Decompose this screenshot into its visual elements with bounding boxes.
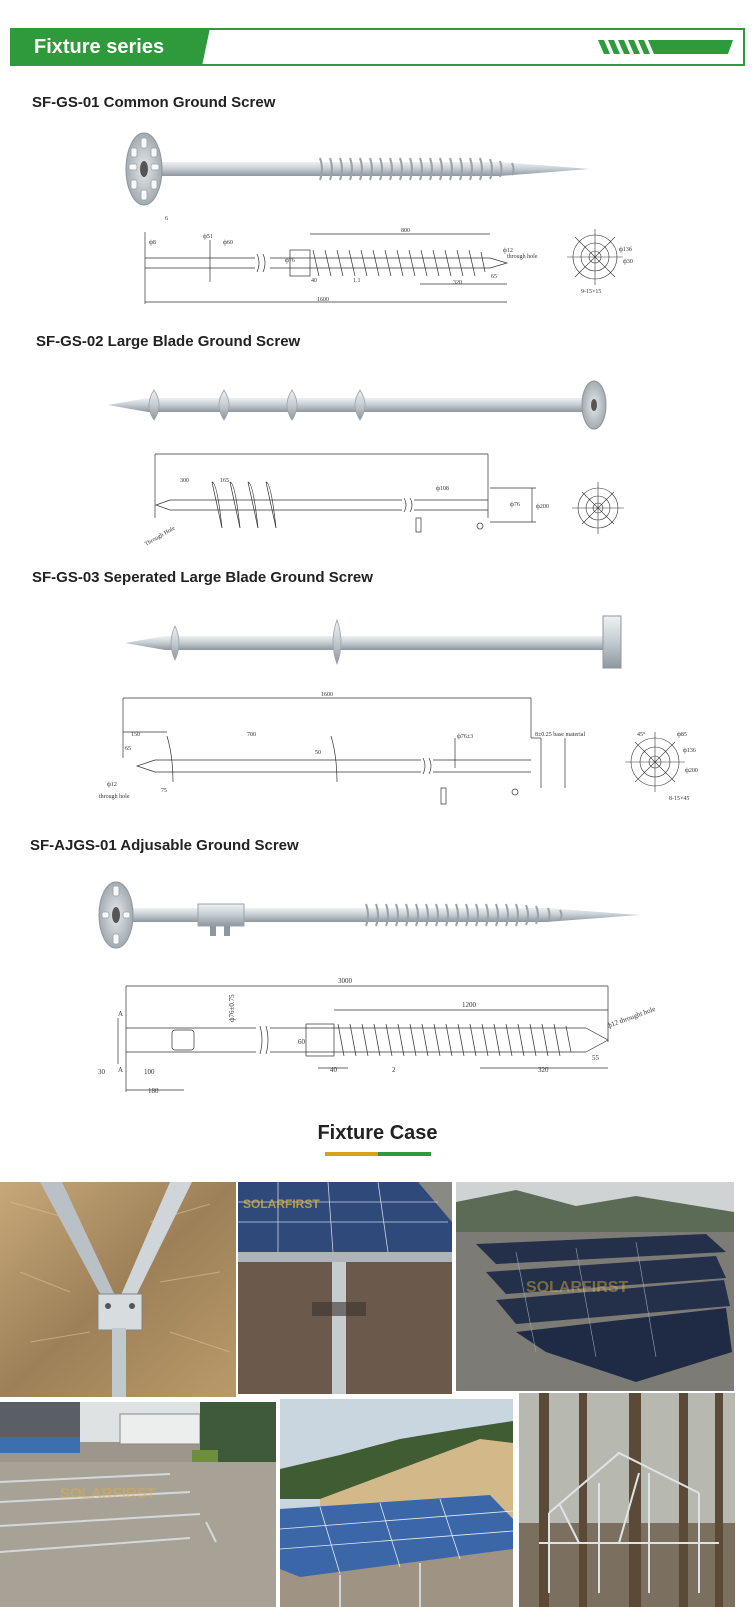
ajgs01-dim-label: 180	[148, 1087, 159, 1095]
banner-stripes-icon	[598, 40, 733, 54]
gs03-dim-label: 50	[315, 750, 321, 756]
gs01-dim-label: 40	[311, 278, 317, 284]
gs02-dim-label: ф108	[436, 485, 449, 492]
gs01-technical-drawing: 6 ф8 ф51 ф60 800 ф76 ф12 through hole 40…	[144, 216, 633, 304]
case-photo-4: SOLARFIRST	[0, 1402, 276, 1607]
case-photo-1	[0, 1182, 236, 1397]
gs02-dim-label: ф200	[536, 503, 549, 510]
product-title-gs02: SF-GS-02 Large Blade Ground Screw	[36, 333, 301, 350]
ajgs01-dim-label: 30	[98, 1068, 106, 1076]
case-photo-2: SOLARFIRST	[238, 1182, 452, 1394]
gs03-dim-label: 45°	[637, 731, 646, 738]
gs03-dim-label: ф76±3	[457, 733, 473, 740]
gs03-dim-label: ф85	[677, 731, 687, 738]
gs03-dim-label: 150	[131, 732, 140, 738]
gs01-dim-label: ф8	[149, 239, 156, 246]
ajgs01-product-image	[98, 881, 640, 949]
ajgs01-dim-label: A	[118, 1010, 123, 1018]
gs03-dim-label: 1600	[321, 692, 333, 698]
gs01-dim-label: 65	[491, 274, 497, 280]
case-title: Fixture Case	[317, 1122, 438, 1144]
gs01-product-image	[125, 132, 590, 206]
gs02-product-image	[108, 380, 607, 430]
gs03-dim-label: ф200	[685, 767, 698, 774]
gs01-dim-label: 1.1	[353, 278, 361, 284]
gs03-technical-drawing: 1600 150 700 65 50 ф76±3 8±0.25 base mat…	[99, 692, 698, 805]
gs01-dim-label: 800	[401, 228, 410, 234]
banner-title: Fixture series	[10, 28, 210, 66]
case-title-underline	[325, 1152, 431, 1156]
gs01-dim-label: 6	[165, 216, 168, 222]
gs03-product-image	[125, 615, 622, 669]
gs01-dim-label: ф30	[623, 258, 633, 265]
case-photo-6	[519, 1393, 735, 1607]
gs03-dim-label: through hole	[99, 794, 130, 800]
product-title-gs01: SF-GS-01 Common Ground Screw	[32, 94, 276, 111]
gs01-dim-label: ф60	[223, 239, 233, 246]
gs01-dim-label: ф51	[203, 233, 213, 240]
ajgs01-dim-label: 100	[144, 1068, 155, 1076]
ajgs01-dim-label: 1200	[462, 1001, 477, 1009]
gs01-dim-label: 320	[453, 280, 462, 286]
ajgs01-dim-label: A	[118, 1066, 123, 1074]
watermark-text: SOLARFIRST	[243, 1197, 320, 1211]
gs02-technical-drawing: 300 165 ф108 ф76 ф200 Through Hole	[144, 453, 624, 548]
gs02-dim-label: 300	[180, 478, 189, 484]
case-photo-3: SOLARFIRST	[456, 1182, 734, 1391]
gs01-dim-label: through hole	[507, 254, 538, 260]
product-title-gs03: SF-GS-03 Seperated Large Blade Ground Sc…	[32, 569, 373, 586]
ajgs01-dim-label: 40	[330, 1066, 338, 1074]
ajgs01-dim-label: 55	[592, 1054, 600, 1062]
gs03-dim-label: 8±0.25 base material	[535, 732, 585, 738]
gs01-dim-label: ф76	[285, 257, 295, 264]
gs03-dim-label: 65	[125, 746, 131, 752]
case-photo-5	[280, 1399, 513, 1607]
gs02-dim-label: ф76	[510, 501, 520, 508]
gs03-dim-label: ф12	[107, 781, 117, 788]
gs02-dim-label: 165	[220, 478, 229, 484]
ajgs01-dim-label: ф12 throught hole	[606, 1005, 656, 1030]
watermark-text: SOLARFIRST	[526, 1279, 628, 1296]
gs01-dim-label: ф13б	[619, 246, 632, 253]
ajgs01-dim-label: 60	[298, 1038, 306, 1046]
section-banner: Fixture series	[10, 28, 745, 66]
gs01-dim-label: ф12	[503, 247, 513, 254]
product-title-ajgs01: SF-AJGS-01 Adjusable Ground Screw	[30, 837, 299, 854]
gs03-dim-label: ф136	[683, 747, 696, 754]
gs03-dim-label: 700	[247, 732, 256, 738]
ajgs01-dim-label: 320	[538, 1066, 549, 1074]
gs03-dim-label: 75	[161, 788, 167, 794]
gs03-dim-label: 8-15×45	[669, 796, 689, 802]
gs01-dim-label: 1600	[317, 297, 329, 303]
gs02-dim-label: Through Hole	[144, 525, 177, 547]
ajgs01-technical-drawing: 3000 1200 ф76±0.75 ф12 throught hole A A…	[98, 977, 656, 1095]
ajgs01-dim-label: 2	[392, 1066, 396, 1074]
gs01-dim-label: 9-15×15	[581, 289, 601, 295]
watermark-text: SOLARFIRST	[60, 1485, 156, 1502]
ajgs01-dim-label: ф76±0.75	[228, 994, 236, 1022]
ajgs01-dim-label: 3000	[338, 977, 353, 985]
